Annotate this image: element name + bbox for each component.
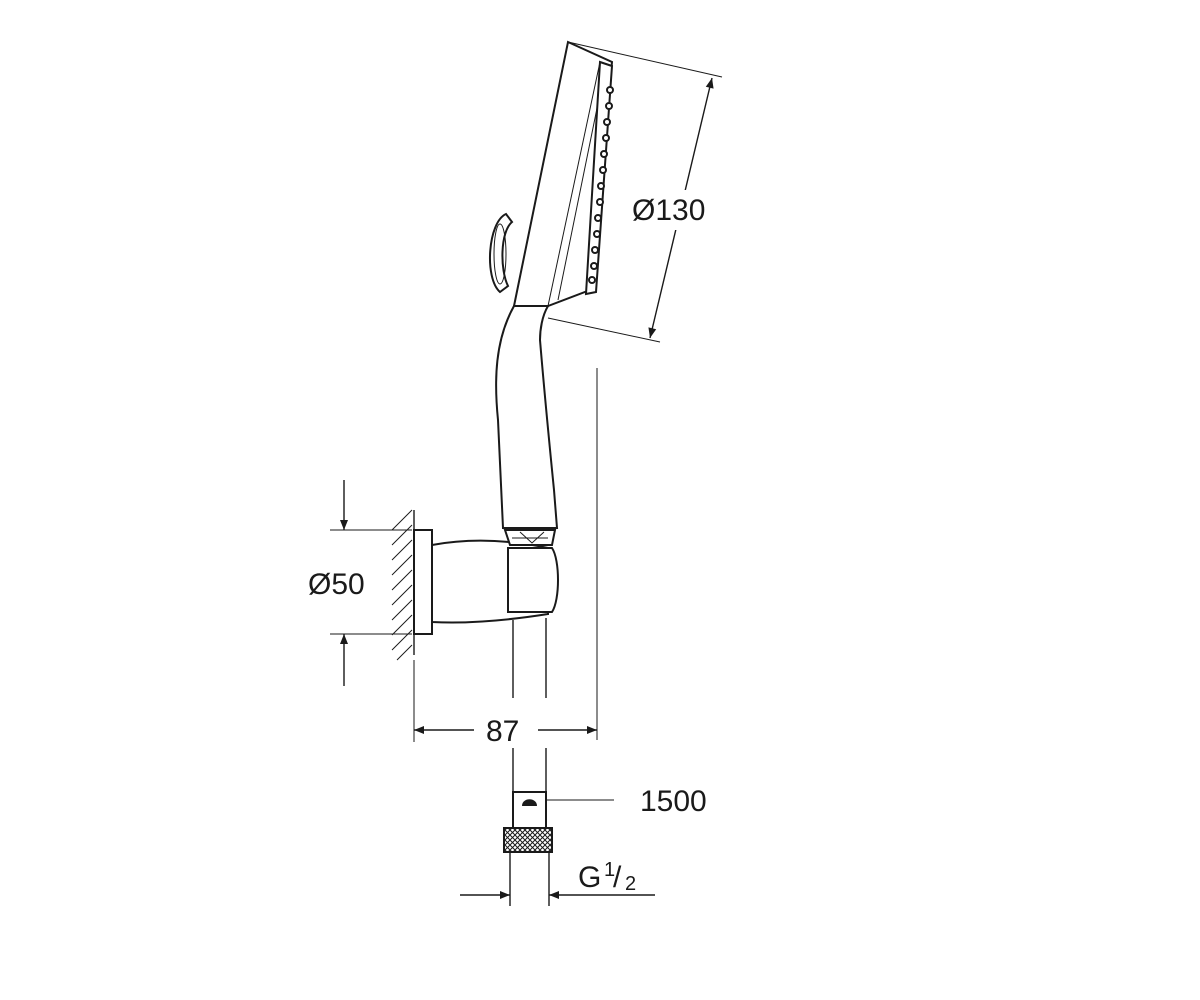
dimension-thread: G 1 / 2: [460, 859, 655, 899]
wall-holder: [413, 529, 559, 635]
thread-numerator: 1: [604, 859, 615, 881]
hose-end-fitting: 1500: [503, 748, 707, 906]
thread-letter: G: [578, 861, 601, 894]
dimension-spray-diameter: Ø130: [547, 41, 723, 343]
thread-slash: /: [613, 861, 622, 894]
spray-diameter-label: Ø130: [632, 194, 705, 227]
holder-diameter-label: Ø50: [308, 568, 365, 601]
hose-length-label: 1500: [640, 785, 707, 818]
knurled-nut: [503, 827, 553, 853]
spray-nozzles: [588, 86, 614, 284]
dimension-holder-diameter: Ø50: [308, 480, 412, 686]
wall-hatching: [391, 509, 415, 661]
thread-denominator: 2: [625, 873, 636, 895]
hose-upper: [512, 618, 547, 698]
hand-shower: [489, 40, 614, 546]
projection-label: 87: [486, 715, 519, 748]
dimension-projection: 87: [413, 660, 597, 748]
